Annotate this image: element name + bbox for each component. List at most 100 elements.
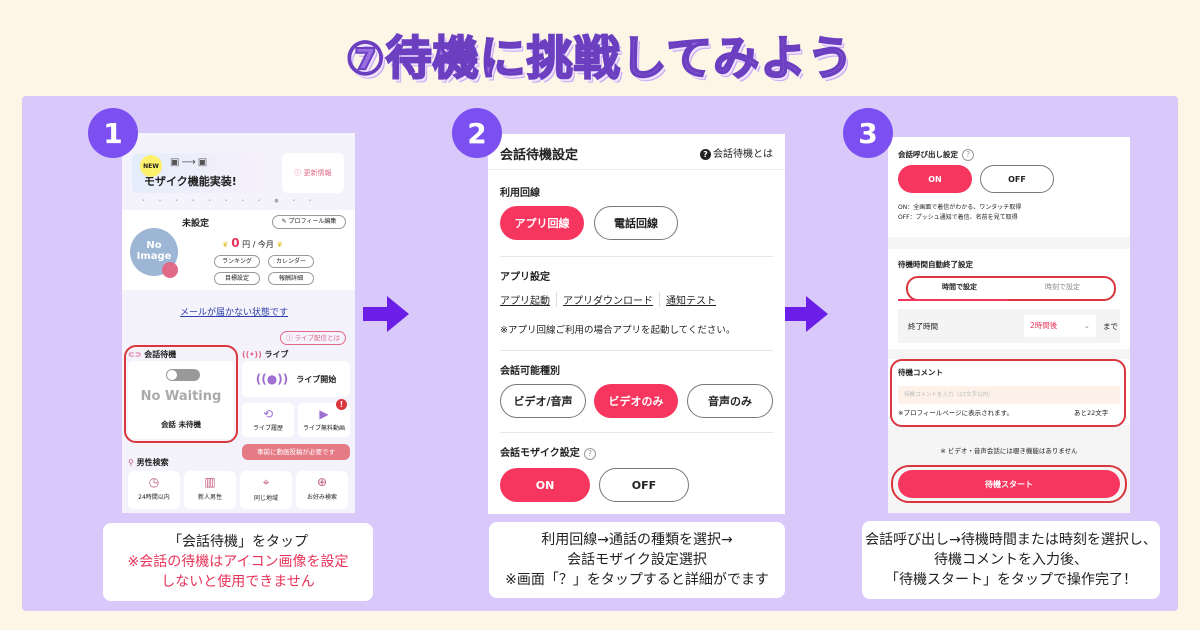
video-only-button[interactable]: ビデオのみ: [594, 384, 678, 418]
step-1-caption: 「会話待機」をタップ ※会話の待機はアイコン画像を設定 しないと使用できません: [103, 523, 373, 601]
ranking-button[interactable]: ランキング: [214, 255, 260, 268]
live-about-button[interactable]: ⓘ ライブ配信とは: [280, 331, 346, 345]
live-start-button[interactable]: ((●)) ライブ開始: [242, 361, 350, 397]
caption-line: ※画面「？」をタップすると詳細がでます: [505, 572, 769, 588]
earnings-unit: 円 / 今月: [242, 240, 274, 249]
calendar-button[interactable]: カレンダー: [268, 255, 314, 268]
tab-clock[interactable]: 時刻で設定: [1045, 283, 1080, 291]
settings-title: 会話待機設定: [500, 148, 579, 163]
search-icon: ⚲: [128, 458, 134, 467]
book-icon: ▥: [204, 475, 216, 489]
help-link[interactable]: ?会話待機とは: [700, 145, 773, 160]
laurel-icon: ❦: [222, 240, 229, 249]
step-2-caption: 利用回線→通話の種類を選択→ 会話モザイク設定選択 ※画面「？」をタップすると詳…: [489, 522, 785, 598]
app-line-note: ※アプリ回線ご利用の場合アプリを起動してください。: [500, 325, 736, 336]
end-time-select[interactable]: 2時間後⌄: [1024, 315, 1096, 337]
camera-icon[interactable]: [162, 262, 178, 278]
highlight-outline: [890, 359, 1126, 427]
video-required-tooltip: 事前に動画投稿が必要です: [242, 444, 350, 460]
earnings: ❦ 0 円 / 今月 ❦: [222, 236, 283, 250]
search-area-tile[interactable]: ⌖ 同じ地域: [240, 471, 292, 509]
highlight-outline: [891, 465, 1127, 503]
laurel-icon: ❦: [276, 240, 284, 249]
caption-line: 「待機スタート」をタップで操作完了！: [885, 572, 1137, 588]
notification-test-link[interactable]: 通知テスト: [659, 292, 722, 307]
phone-screen-home: NEW ▣⟶▣ モザイク機能実装! ⓘ 更新情報 • • • • • • • •…: [122, 133, 355, 513]
divider: [500, 350, 773, 351]
call-on-button[interactable]: ON: [898, 165, 972, 193]
waiting-toggle[interactable]: [166, 369, 200, 381]
mosaic-off-button[interactable]: OFF: [599, 468, 689, 502]
live-free-video-button[interactable]: ▶ ライブ無料動画: [298, 403, 350, 437]
clock-icon: ◷: [148, 475, 160, 489]
banner-text: モザイク機能実装!: [144, 175, 237, 188]
history-icon: ⟲: [262, 407, 274, 421]
call-off-button[interactable]: OFF: [980, 165, 1054, 193]
map-pin-icon: ⌖: [262, 475, 270, 489]
reward-detail-button[interactable]: 報酬詳細: [268, 272, 314, 285]
help-icon[interactable]: ?: [583, 448, 596, 460]
goal-setting-button[interactable]: 目標設定: [214, 272, 260, 285]
app-launch-link[interactable]: アプリ起動: [500, 296, 550, 307]
tab-time[interactable]: 時間で設定: [942, 283, 977, 291]
step-number-3: 3: [843, 108, 893, 158]
app-line-button[interactable]: アプリ回線: [500, 206, 584, 240]
help-icon[interactable]: ?: [962, 149, 974, 161]
profile-area: 未設定 ✎ プロフィール編集 No Image ❦ 0 円 / 今月 ❦ ランキ…: [122, 210, 355, 290]
play-icon: ▶: [319, 407, 329, 421]
arrow-right-icon: [782, 296, 828, 332]
mail-warning-link[interactable]: メールが届かない状態です: [180, 308, 289, 318]
peek-notice: ※ ビデオ・音声会話には覗き機能はありません: [940, 447, 1078, 455]
profile-name: 未設定: [182, 219, 210, 229]
phone-screen-waiting-settings: 会話待機設定 ?会話待機とは 利用回線 アプリ回線 電話回線 アプリ設定 アプリ…: [488, 134, 785, 514]
search-new-tile[interactable]: ▥ 新人男性: [184, 471, 236, 509]
step-3-caption: 会話呼び出し→待機時間または時刻を選択し、 待機コメントを入力後、 「待機スター…: [862, 521, 1160, 599]
step-number-1: 1: [88, 108, 138, 158]
arrow-right-icon: [363, 296, 409, 332]
carousel-dots[interactable]: • • • • • • • • ● • •: [142, 198, 318, 204]
auto-end-label: 待機時間自動終了設定: [898, 260, 973, 269]
phone-line-button[interactable]: 電話回線: [594, 206, 678, 240]
search-plus-icon: ⊕: [316, 475, 328, 489]
phone-screen-waiting-start: 会話呼び出し設定? ON OFF ON：全画面で着信がわかる、ワンタッチ取得 O…: [888, 137, 1130, 513]
step-number-2: 2: [452, 108, 502, 158]
waiting-status-big: No Waiting: [140, 389, 222, 404]
live-history-button[interactable]: ⟲ ライブ履歴: [242, 403, 294, 437]
conversation-waiting-card[interactable]: No Waiting 会話 未待機: [128, 361, 234, 439]
app-download-link[interactable]: アプリダウンロード: [556, 292, 659, 307]
search-custom-tile[interactable]: ⊕ お好み検索: [296, 471, 348, 509]
settings-header: 会話待機設定 ?会話待機とは: [488, 134, 785, 170]
highlight-outline: [906, 276, 1116, 301]
start-waiting-button[interactable]: 待機スタート: [898, 470, 1120, 498]
app-links: アプリ起動 アプリダウンロード 通知テスト: [500, 292, 722, 307]
end-time-row: 終了時間 2時間後⌄ まで: [898, 309, 1120, 343]
mosaic-banner[interactable]: NEW ▣⟶▣ モザイク機能実装!: [132, 153, 262, 193]
caption-line: 会話呼び出し→待機時間または時刻を選択し、: [865, 532, 1157, 548]
new-badge: NEW: [140, 155, 162, 177]
auto-end-tabs: 時間で設定 時刻で設定: [908, 277, 1114, 299]
caption-warning: ※会話の待機はアイコン画像を設定: [127, 554, 349, 570]
call-note: ON：全画面で着信がわかる、ワンタッチ取得 OFF：プッシュ通知で着信、名前を見…: [898, 204, 1022, 221]
live-section-label: ((•)) ライブ: [242, 350, 289, 359]
mosaic-on-button[interactable]: ON: [500, 468, 590, 502]
search-24h-tile[interactable]: ◷ 24時間以内: [128, 471, 180, 509]
mosaic-section-label: 会話モザイク設定?: [500, 444, 596, 460]
divider: [500, 256, 773, 257]
caption-warning: しないと使用できません: [161, 574, 315, 590]
voice-only-button[interactable]: 音声のみ: [687, 384, 773, 418]
help-icon: ?: [700, 149, 711, 160]
end-time-label: 終了時間: [908, 322, 938, 331]
update-info-button[interactable]: ⓘ 更新情報: [282, 153, 344, 193]
profile-edit-button[interactable]: ✎ プロフィール編集: [272, 215, 346, 229]
alert-badge: !: [336, 399, 347, 410]
comment-input[interactable]: 待機コメントを入力（22文字以内）: [898, 386, 1120, 404]
earnings-value: 0: [231, 236, 240, 250]
caption-line: 会話モザイク設定選択: [567, 552, 707, 568]
waiting-status: 会話 未待機: [160, 420, 202, 429]
divider: [500, 432, 773, 433]
comment-label: 待機コメント: [898, 368, 943, 377]
page-title: ⑦待機に挑戦してみよう: [345, 30, 855, 86]
video-voice-button[interactable]: ビデオ/音声: [500, 384, 586, 418]
caption-line: 待機コメントを入力後、: [934, 552, 1088, 568]
broadcast-icon: ((•)): [242, 350, 262, 359]
